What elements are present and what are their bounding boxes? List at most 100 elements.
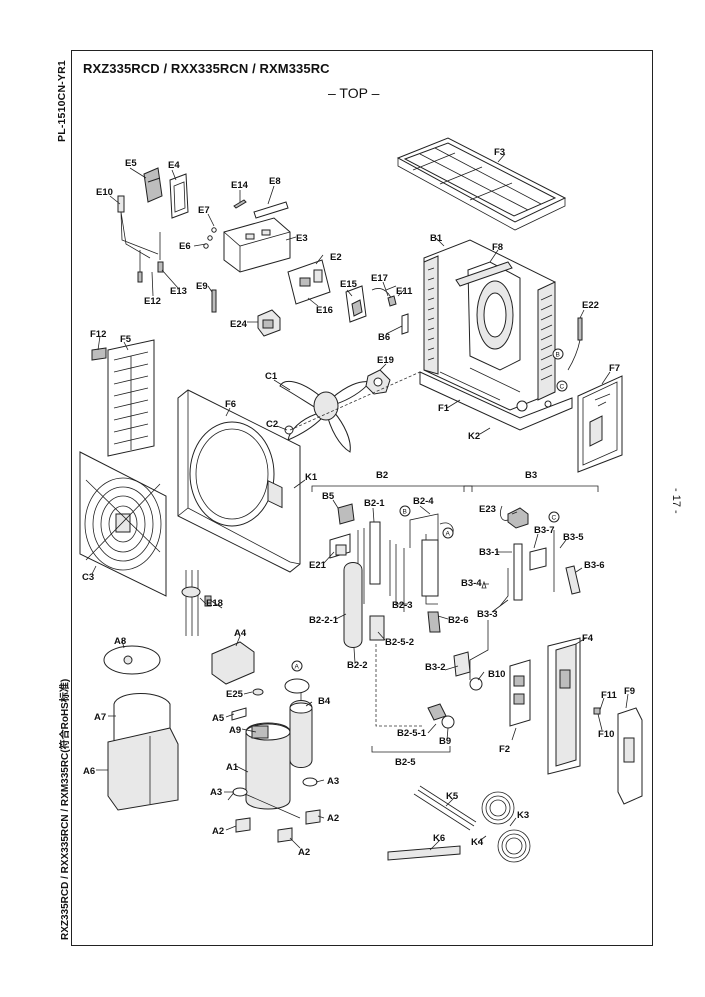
side-panel-f7 — [577, 375, 623, 473]
label-e7: E7 — [198, 205, 210, 216]
label-k4: K4 — [471, 837, 484, 848]
valve-parts-b3 — [469, 505, 581, 680]
label-e23: E23 — [479, 504, 496, 515]
label-b3-1: B3-1 — [479, 547, 500, 558]
label-b2-4: B2-4 — [413, 496, 434, 507]
label-a5: A5 — [212, 713, 225, 724]
label-b2-2: B2-2 — [347, 660, 368, 671]
label-c1: C1 — [265, 371, 278, 382]
accessories — [103, 641, 321, 843]
label-e17: E17 — [371, 273, 388, 284]
label-f8: F8 — [492, 242, 503, 253]
label-f10: F10 — [598, 729, 614, 740]
label-a3-right: A3 — [327, 776, 339, 787]
marker-a-2: A — [295, 664, 300, 671]
label-b3-6: B3-6 — [584, 560, 605, 571]
heat-exchanger-b1 — [419, 239, 573, 431]
label-b2: B2 — [376, 470, 388, 481]
part-labels: E5 E4 E10 E14 E8 E7 E6 E3 E2 E9 E12 E13 … — [82, 147, 635, 858]
label-a1: A1 — [226, 762, 239, 773]
label-b2-2-1: B2-2-1 — [309, 615, 339, 626]
label-e19: E19 — [377, 355, 394, 366]
pipe-kit-k — [387, 785, 531, 863]
label-e9: E9 — [196, 281, 208, 292]
piping-b2 — [329, 503, 454, 648]
label-e15: E15 — [340, 279, 358, 290]
label-e6: E6 — [179, 241, 191, 252]
label-a2-right: A2 — [327, 813, 339, 824]
label-f4: F4 — [582, 633, 594, 644]
label-f7: F7 — [609, 363, 620, 374]
label-b3-5: B3-5 — [563, 532, 584, 543]
label-e13: E13 — [170, 286, 187, 297]
electrical-parts — [117, 167, 409, 337]
label-k1: K1 — [305, 472, 318, 483]
label-b2-5-1: B2-5-1 — [397, 728, 427, 739]
marker-c-2: C — [560, 384, 565, 391]
circle-markers — [291, 348, 568, 672]
marker-b-2: B — [556, 352, 560, 359]
label-f3: F3 — [494, 147, 505, 158]
label-e24: E24 — [230, 319, 248, 330]
label-e12: E12 — [144, 296, 161, 307]
label-f2: F2 — [499, 744, 510, 755]
label-b4: B4 — [318, 696, 331, 707]
coil-e18 — [181, 570, 212, 636]
label-f6: F6 — [225, 399, 236, 410]
service-valves — [375, 644, 483, 729]
label-e8: E8 — [269, 176, 281, 187]
label-a4: A4 — [234, 628, 247, 639]
label-c2: C2 — [266, 419, 278, 430]
label-e21: E21 — [309, 560, 327, 571]
label-a2-left: A2 — [212, 826, 224, 837]
label-e3: E3 — [296, 233, 308, 244]
label-a3-left: A3 — [210, 787, 222, 798]
compressor-a1 — [227, 678, 313, 819]
label-f11: F11 — [601, 690, 618, 701]
label-b2-1: B2-1 — [364, 498, 385, 509]
label-b1: B1 — [430, 233, 443, 244]
label-a8: A8 — [114, 636, 126, 647]
marker-b-1: B — [403, 509, 407, 516]
label-a2-bottom: A2 — [298, 847, 310, 858]
label-e14: E14 — [231, 180, 249, 191]
view-label: – TOP – — [328, 85, 380, 101]
label-b3-2: B3-2 — [425, 662, 446, 673]
group-brackets — [311, 485, 599, 753]
label-f5: F5 — [120, 334, 132, 345]
label-e2: E2 — [330, 252, 342, 263]
sensor-e22 — [567, 317, 583, 371]
label-f9: F9 — [624, 686, 635, 697]
fan-guard-c3 — [79, 451, 167, 597]
label-b3-3: B3-3 — [477, 609, 498, 620]
front-panel-f6 — [177, 389, 301, 573]
label-b9: B9 — [439, 736, 451, 747]
label-e4: E4 — [168, 160, 180, 171]
marker-a-1: A — [446, 531, 451, 538]
label-b2-5-2: B2-5-2 — [385, 637, 414, 648]
label-k5: K5 — [446, 791, 459, 802]
label-b2-6: B2-6 — [448, 615, 469, 626]
label-b10: B10 — [488, 669, 505, 680]
label-b2-5: B2-5 — [395, 757, 416, 768]
label-b3: B3 — [525, 470, 537, 481]
label-a6: A6 — [83, 766, 95, 777]
label-e22: E22 — [582, 300, 599, 311]
label-f1: F1 — [438, 403, 450, 414]
model-title: RXZ335RCD / RXX335RCN / RXM335RC — [83, 61, 330, 76]
label-k3: K3 — [517, 810, 529, 821]
label-e10: E10 — [96, 187, 113, 198]
label-a9: A9 — [229, 725, 241, 736]
label-a7: A7 — [94, 712, 106, 723]
label-b3-4: B3-4 — [461, 578, 482, 589]
label-b6: B6 — [378, 332, 390, 343]
label-b3-7: B3-7 — [534, 525, 555, 536]
top-panel-f3 — [396, 137, 567, 231]
label-e18: E18 — [206, 598, 223, 609]
label-c3: C3 — [82, 572, 94, 583]
label-k6: K6 — [433, 833, 445, 844]
fan-assembly — [279, 369, 421, 453]
label-e11: E11 — [396, 286, 413, 297]
label-e5: E5 — [125, 158, 137, 169]
